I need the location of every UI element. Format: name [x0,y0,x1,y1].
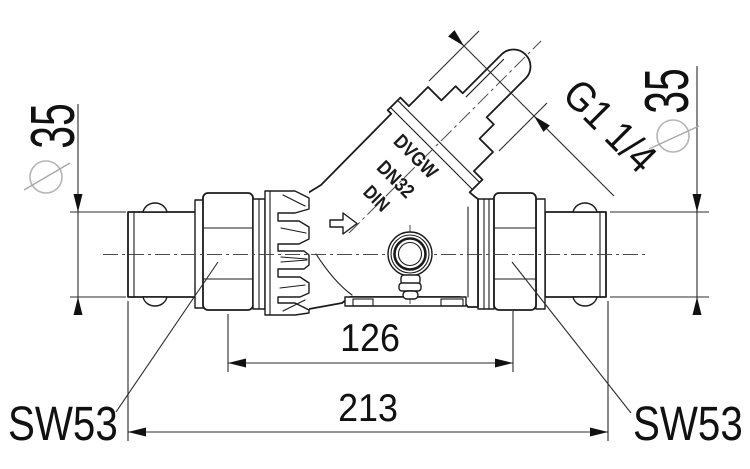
leader-wrench-right [511,261,632,414]
label-wrench-right-text: SW53 [633,398,743,451]
dim-right-diameter-text: 35 [633,68,703,114]
union-nut-left [202,192,254,311]
union-nut-right [493,192,537,311]
flow-direction-arrow-icon [329,212,358,235]
centerline-branch [348,40,542,234]
body-crease [315,253,353,296]
diameter-symbol-right-icon [648,119,700,153]
drain-port [387,231,433,300]
dim-overall-length: 213 [127,301,609,441]
label-wrench-left-text: SW53 [8,398,118,451]
dim-union-length-text: 126 [340,316,400,360]
press-bead-left [142,202,168,213]
bonnet-collar-line [389,106,474,191]
dim-union-length: 126 [227,311,514,372]
dim-left-diameter-text: 35 [19,103,89,149]
hose-barb [398,274,422,300]
valve-body [302,48,532,310]
label-wrench-left: SW53 [8,261,219,451]
dim-left-diameter: 35 [19,103,126,315]
press-bead-right [572,202,598,213]
leader-wrench-left [115,261,219,413]
spindle-thread-line [465,58,505,98]
diameter-symbol-left-icon [23,160,71,194]
ratchet-ring [264,190,310,316]
dim-right-diameter: 35 [610,66,709,315]
dim-overall-length-text: 213 [338,386,398,430]
label-wrench-right: SW53 [511,261,743,451]
